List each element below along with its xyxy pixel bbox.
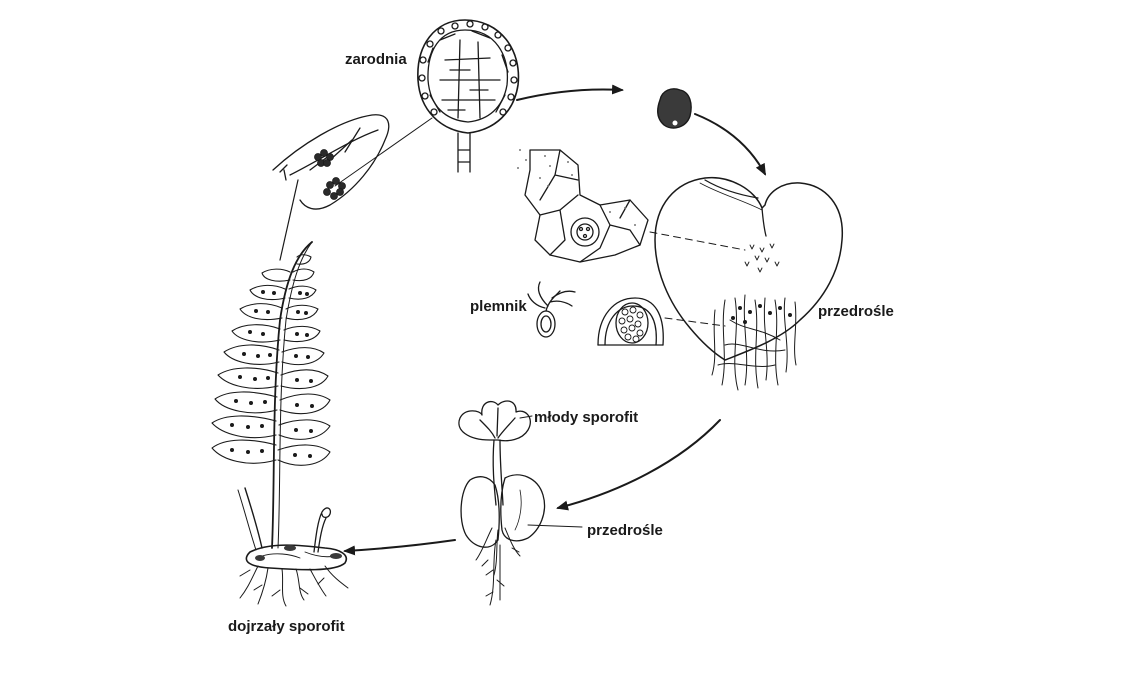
leaf-fragment-with-sori <box>272 114 390 261</box>
spore-drawing <box>657 88 692 129</box>
arrow-prothallus-to-young-sporophyte <box>556 419 721 511</box>
arrow-sporangium-to-spore <box>516 84 624 101</box>
label-prothallus-small: przedrośle <box>587 522 663 539</box>
prothallus-drawing <box>654 176 843 391</box>
arrow-young-to-mature-sporophyte <box>343 539 456 556</box>
sperm-drawing <box>527 281 576 338</box>
archegonium-cells-drawing <box>517 149 746 263</box>
mature-sporophyte-drawing <box>211 241 349 607</box>
arrow-spore-to-prothallus <box>694 113 766 176</box>
antheridium-drawing <box>597 297 726 346</box>
label-sporangium: zarodnia <box>345 51 407 68</box>
label-sperm: plemnik <box>470 298 527 315</box>
label-prothallus: przedrośle <box>818 303 894 320</box>
label-young-sporophyte: młody sporofit <box>534 409 639 426</box>
sporangium-drawing <box>334 19 520 187</box>
label-mature-sporophyte: dojrzały sporofit <box>228 618 345 635</box>
young-sporophyte-drawing <box>458 400 583 606</box>
